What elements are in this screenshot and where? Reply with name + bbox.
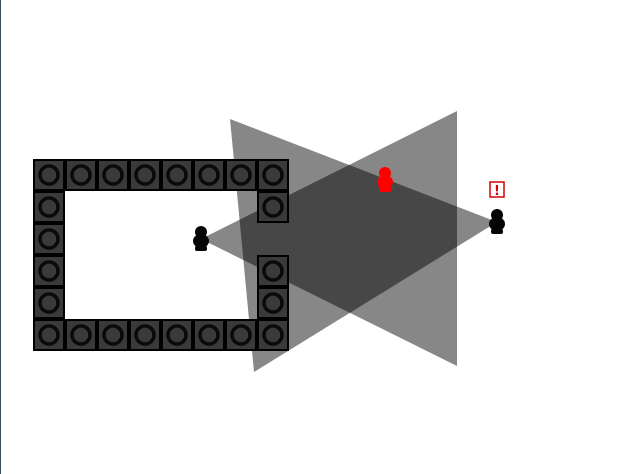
wall-block — [225, 159, 257, 191]
vision-cone-right-guard — [230, 119, 497, 372]
alert-icon-frame — [489, 181, 505, 198]
wall-ring-icon — [38, 228, 60, 250]
wall-block — [33, 287, 65, 319]
wall-block — [129, 159, 161, 191]
player-character[interactable] — [377, 167, 393, 192]
alert-indicators: ! — [489, 181, 505, 199]
wall-block — [97, 159, 129, 191]
wall-ring-icon — [38, 196, 60, 218]
wall-ring-icon — [70, 164, 92, 186]
wall-ring-icon — [102, 164, 124, 186]
guard-character — [193, 226, 209, 251]
wall-block — [161, 159, 193, 191]
wall-ring-icon — [262, 196, 284, 218]
wall-block — [33, 191, 65, 223]
wall-block — [257, 319, 289, 351]
wall-ring-icon — [134, 324, 156, 346]
wall-block — [33, 255, 65, 287]
wall-ring-icon — [70, 324, 92, 346]
characters — [193, 167, 505, 251]
wall-block — [161, 319, 193, 351]
wall-block — [65, 159, 97, 191]
wall-ring-icon — [198, 164, 220, 186]
wall-ring-icon — [38, 164, 60, 186]
wall-ring-icon — [38, 260, 60, 282]
wall-block — [257, 159, 289, 191]
vision-cones — [201, 111, 497, 372]
wall-ring-icon — [198, 324, 220, 346]
wall-blocks — [33, 159, 289, 351]
wall-block — [193, 319, 225, 351]
guard-character — [489, 209, 505, 234]
wall-block — [257, 287, 289, 319]
wall-block — [257, 191, 289, 223]
wall-ring-icon — [134, 164, 156, 186]
wall-block — [33, 159, 65, 191]
wall-ring-icon — [262, 164, 284, 186]
alert-icon: ! — [494, 184, 500, 199]
wall-block — [65, 319, 97, 351]
wall-ring-icon — [262, 260, 284, 282]
wall-ring-icon — [38, 292, 60, 314]
window-left-border — [0, 0, 1, 474]
wall-block — [33, 319, 65, 351]
wall-ring-icon — [102, 324, 124, 346]
wall-ring-icon — [262, 292, 284, 314]
wall-block — [97, 319, 129, 351]
vision-cone-left-guard — [201, 111, 457, 366]
wall-block — [129, 319, 161, 351]
wall-block — [257, 255, 289, 287]
wall-block — [33, 223, 65, 255]
wall-ring-icon — [166, 164, 188, 186]
wall-ring-icon — [262, 324, 284, 346]
wall-ring-icon — [230, 164, 252, 186]
wall-ring-icon — [38, 324, 60, 346]
wall-block — [225, 319, 257, 351]
wall-ring-icon — [166, 324, 188, 346]
wall-block — [193, 159, 225, 191]
wall-ring-icon — [230, 324, 252, 346]
